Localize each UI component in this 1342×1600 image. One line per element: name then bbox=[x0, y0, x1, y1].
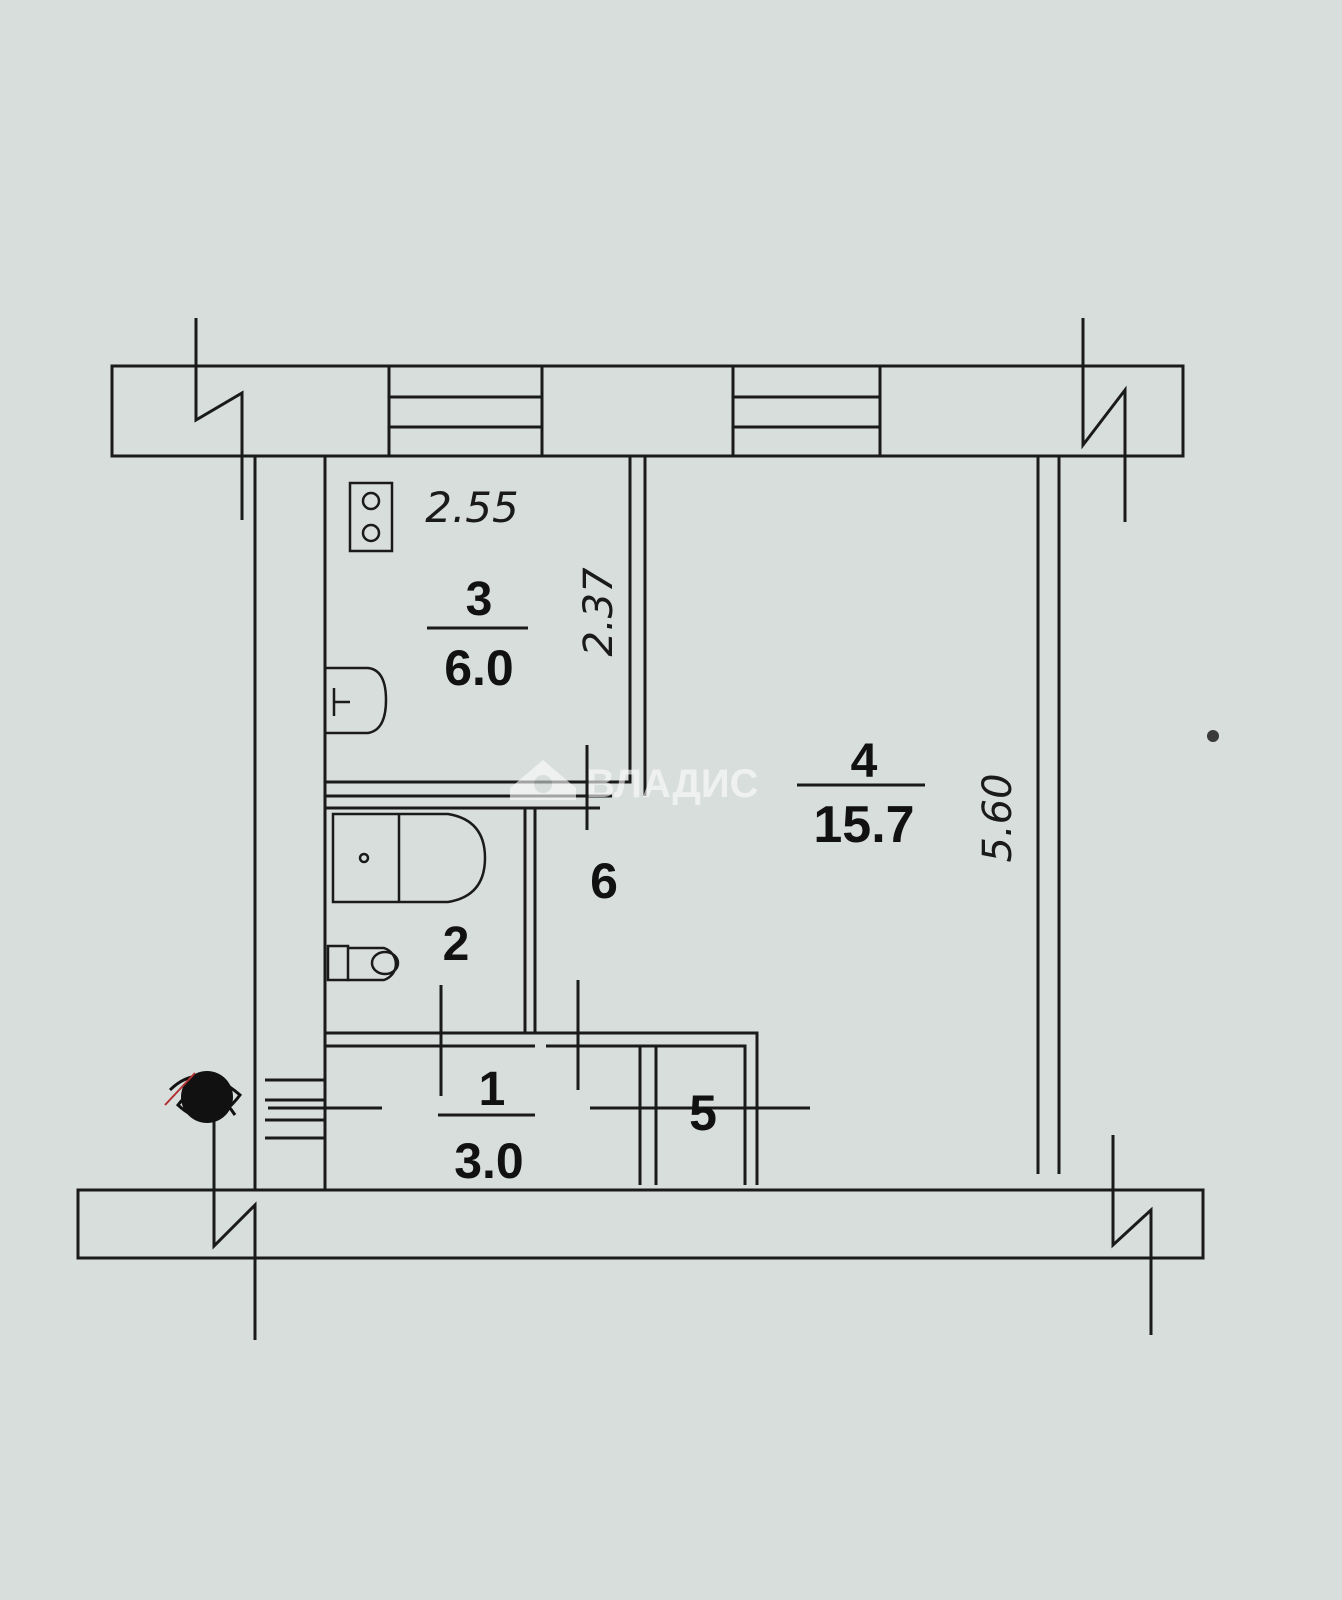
bathtub-icon bbox=[331, 812, 487, 904]
stain-dot bbox=[1207, 730, 1219, 742]
top-exterior-wall bbox=[110, 364, 1185, 458]
room-3-area: 6.0 bbox=[444, 640, 514, 696]
bottom-exterior-wall bbox=[76, 1188, 1205, 1260]
left-wall bbox=[253, 456, 327, 1190]
window-1 bbox=[387, 366, 544, 456]
room-1-number: 1 bbox=[479, 1063, 506, 1116]
watermark-text: ВЛАДИС bbox=[586, 762, 758, 806]
room-5-number: 5 bbox=[689, 1085, 717, 1141]
bathroom-partition bbox=[325, 794, 612, 1048]
room-4-area: 15.7 bbox=[813, 796, 914, 854]
hall-partition bbox=[535, 1031, 759, 1185]
room-1-area: 3.0 bbox=[454, 1133, 524, 1189]
sink-icon bbox=[325, 666, 388, 735]
stove-icon bbox=[348, 481, 394, 553]
window-2 bbox=[731, 366, 882, 456]
room-2-number: 2 bbox=[443, 918, 470, 971]
door-marks bbox=[268, 745, 810, 1110]
right-wall bbox=[1036, 456, 1061, 1174]
entrance-door bbox=[265, 1078, 325, 1140]
room-6-number: 6 bbox=[590, 853, 618, 909]
scribble-mark bbox=[164, 1071, 243, 1123]
watermark bbox=[510, 760, 576, 800]
kitchen-partition bbox=[325, 456, 647, 796]
room-length-dimension: 5.60 bbox=[975, 773, 1021, 862]
kitchen-width-dimension: 2.55 bbox=[425, 483, 519, 532]
break-lines bbox=[194, 318, 1153, 1340]
kitchen-length-dimension: 2.37 bbox=[576, 567, 622, 657]
toilet-icon bbox=[326, 944, 400, 982]
room-3-number: 3 bbox=[466, 573, 493, 626]
room-4-number: 4 bbox=[851, 735, 878, 788]
